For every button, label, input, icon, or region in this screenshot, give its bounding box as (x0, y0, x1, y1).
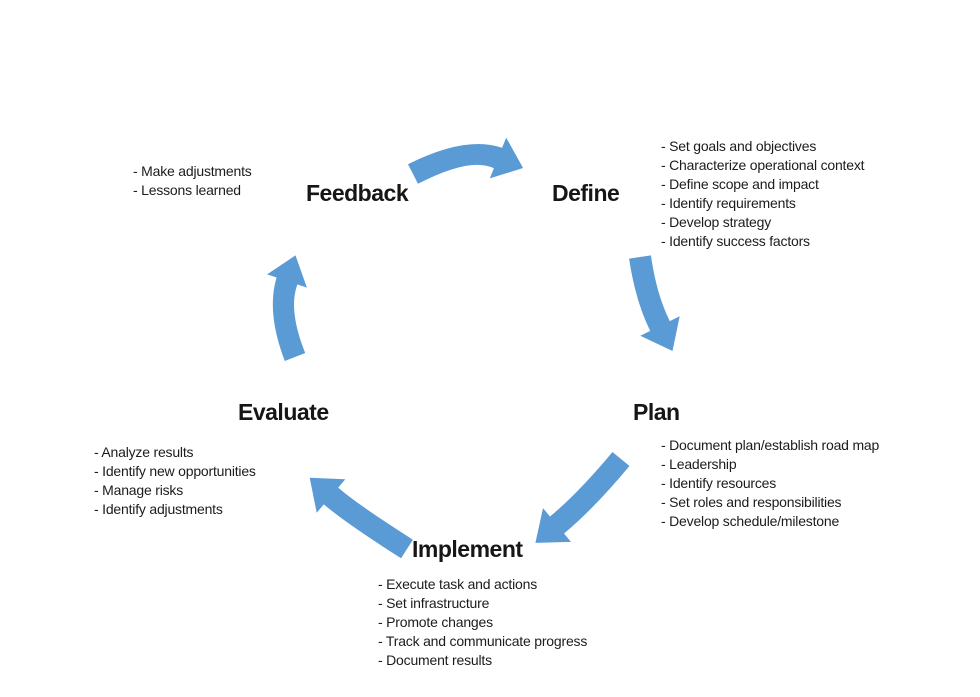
stage-bullets-define: - Set goals and objectives - Characteriz… (661, 137, 865, 251)
bullet-item: - Document results (378, 652, 492, 668)
bullet-item: - Manage risks (94, 482, 184, 498)
bullet-item: - Leadership (661, 456, 737, 472)
arrow-evaluate-to-feedback (267, 255, 307, 361)
bullet-item: - Set goals and objectives (661, 138, 817, 154)
bullet-item: - Identify success factors (661, 233, 810, 249)
bullet-item: - Characterize operational context (661, 157, 865, 173)
stage-title-define: Define (552, 180, 620, 206)
bullet-item: - Identify new opportunities (94, 463, 256, 479)
stage-bullets-feedback: - Make adjustments - Lessons learned (133, 162, 252, 200)
arrow-implement-to-evaluate (309, 477, 413, 559)
stage-bullets-evaluate: - Analyze results - Identify new opportu… (94, 443, 256, 519)
stage-bullets-implement: - Execute task and actions - Set infrast… (378, 575, 587, 670)
bullet-item: - Identify adjustments (94, 501, 223, 517)
arrow-feedback-to-define (408, 137, 524, 184)
bullet-item: - Lessons learned (133, 182, 241, 198)
bullet-item: - Identify requirements (661, 195, 796, 211)
bullet-item: - Set infrastructure (378, 595, 490, 611)
bullet-item: - Track and communicate progress (378, 633, 588, 649)
arrow-plan-to-implement (535, 452, 630, 543)
stage-bullets-plan: - Document plan/establish road map - Lea… (661, 436, 879, 531)
arrow-define-to-plan (629, 255, 680, 351)
bullet-item: - Make adjustments (133, 163, 252, 179)
bullet-item: - Define scope and impact (661, 176, 819, 192)
stage-title-plan: Plan (633, 399, 680, 425)
stage-title-implement: Implement (412, 536, 523, 562)
stage-title-evaluate: Evaluate (238, 399, 329, 425)
bullet-item: - Develop strategy (661, 214, 772, 230)
bullet-item: - Set roles and responsibilities (661, 494, 842, 510)
bullet-item: - Identify resources (661, 475, 777, 491)
bullet-item: - Develop schedule/milestone (661, 513, 840, 529)
bullet-item: - Execute task and actions (378, 576, 537, 592)
bullet-item: - Document plan/establish road map (661, 437, 880, 453)
stage-title-feedback: Feedback (306, 180, 409, 206)
bullet-item: - Analyze results (94, 444, 194, 460)
bullet-item: - Promote changes (378, 614, 493, 630)
